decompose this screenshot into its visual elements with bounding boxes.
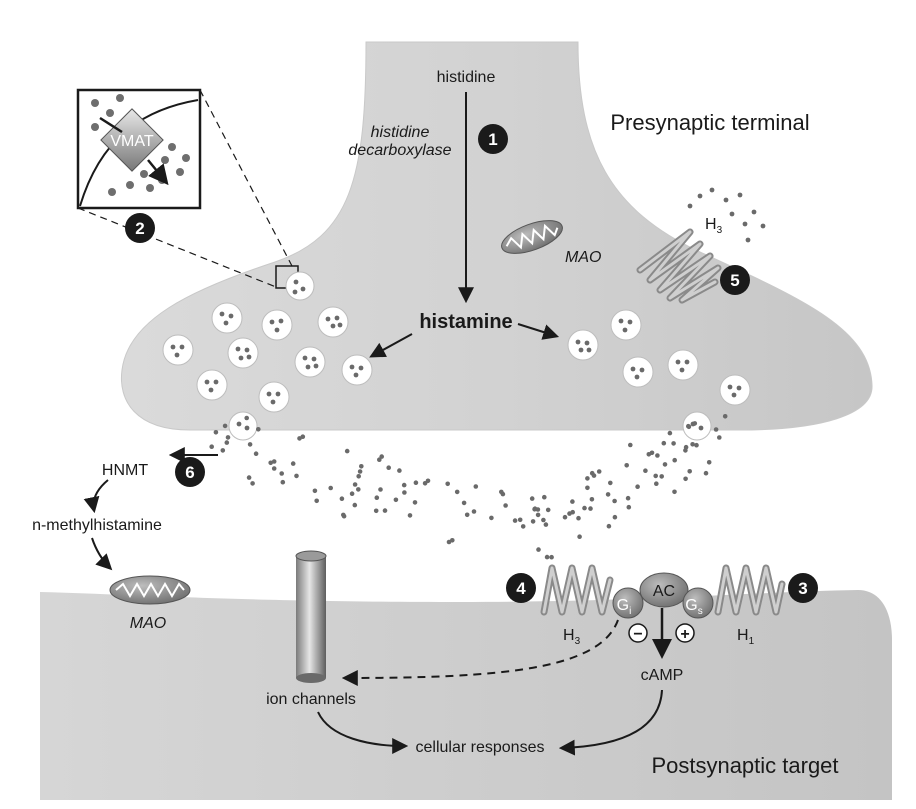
inhibit-symbol: −: [628, 623, 648, 643]
vmat-label: VMAT: [110, 133, 153, 150]
postsynaptic-target: [40, 590, 892, 800]
svg-text:4: 4: [516, 579, 526, 598]
arrow-to-n-methylhistamine: [83, 479, 109, 514]
svg-text:5: 5: [730, 271, 739, 290]
h3-autoreceptor-presynaptic: [636, 228, 722, 304]
arrow-to-vesicle-left: [369, 333, 413, 358]
gi-protein: Gi: [612, 587, 644, 619]
gs-protein: Gs: [682, 587, 714, 619]
zoom-line-top: [199, 89, 293, 267]
adenylyl-cyclase: AC: [639, 572, 689, 608]
released-histamine-dots: [209, 414, 728, 560]
zoom-line-bottom: [77, 207, 277, 288]
camp-label: cAMP: [641, 667, 684, 684]
step-badge-3: 3: [788, 573, 818, 603]
svg-text:+: +: [680, 626, 689, 643]
ion-channel: [295, 550, 327, 683]
vesicles: [162, 271, 751, 441]
vmat-inset: VMAT: [76, 88, 202, 210]
step-badge-2: 2: [125, 213, 155, 243]
cellular-responses-label: cellular responses: [416, 739, 545, 756]
svg-text:−: −: [633, 626, 642, 643]
svg-text:2: 2: [135, 219, 144, 238]
ac-label: AC: [653, 583, 675, 600]
svg-text:3: 3: [798, 579, 807, 598]
step-badge-1: 1: [478, 124, 508, 154]
h3-receptor-postsynaptic: [540, 564, 614, 616]
mao-postsynaptic-label: MAO: [130, 615, 166, 632]
arrow-to-mao-post: [91, 537, 113, 571]
enzyme-label-line2: decarboxylase: [348, 142, 451, 159]
h1-receptor-postsynaptic: [714, 564, 786, 616]
mitochondrion-postsynaptic: [109, 575, 191, 605]
histidine-label: histidine: [437, 69, 496, 86]
histamine-near-h3: [687, 187, 766, 243]
presynaptic-label: Presynaptic terminal: [610, 110, 809, 135]
enzyme-label-line1: histidine: [371, 124, 430, 141]
h1-postsynaptic-label: H1: [737, 627, 755, 647]
n-methylhistamine-label: n-methylhistamine: [32, 517, 162, 534]
svg-text:Gi: Gi: [617, 597, 632, 617]
hnmt-label: HNMT: [102, 462, 148, 479]
svg-text:6: 6: [185, 463, 194, 482]
presynaptic-terminal: [120, 41, 873, 431]
stimulate-symbol: +: [675, 623, 695, 643]
mitochondrion-presynaptic: [501, 220, 563, 254]
gi-to-ion-channels-arrow: [341, 619, 619, 686]
h3-postsynaptic-label: H3: [563, 627, 581, 647]
svg-text:1: 1: [488, 130, 497, 149]
h3-presynaptic-label: H3: [705, 216, 723, 236]
step-badge-5: 5: [720, 265, 750, 295]
ion-channels-label: ion channels: [266, 691, 356, 708]
histamine-label: histamine: [419, 311, 512, 333]
camp-to-response-arrow: [558, 689, 663, 756]
ion-channels-to-response-arrow: [317, 711, 409, 754]
mao-presynaptic-label: MAO: [565, 249, 601, 266]
step-badge-6: 6: [175, 457, 205, 487]
arrow-to-vesicle-right: [517, 323, 560, 340]
svg-text:Gs: Gs: [685, 597, 702, 617]
step-badge-4: 4: [506, 573, 536, 603]
postsynaptic-label: Postsynaptic target: [651, 753, 838, 778]
